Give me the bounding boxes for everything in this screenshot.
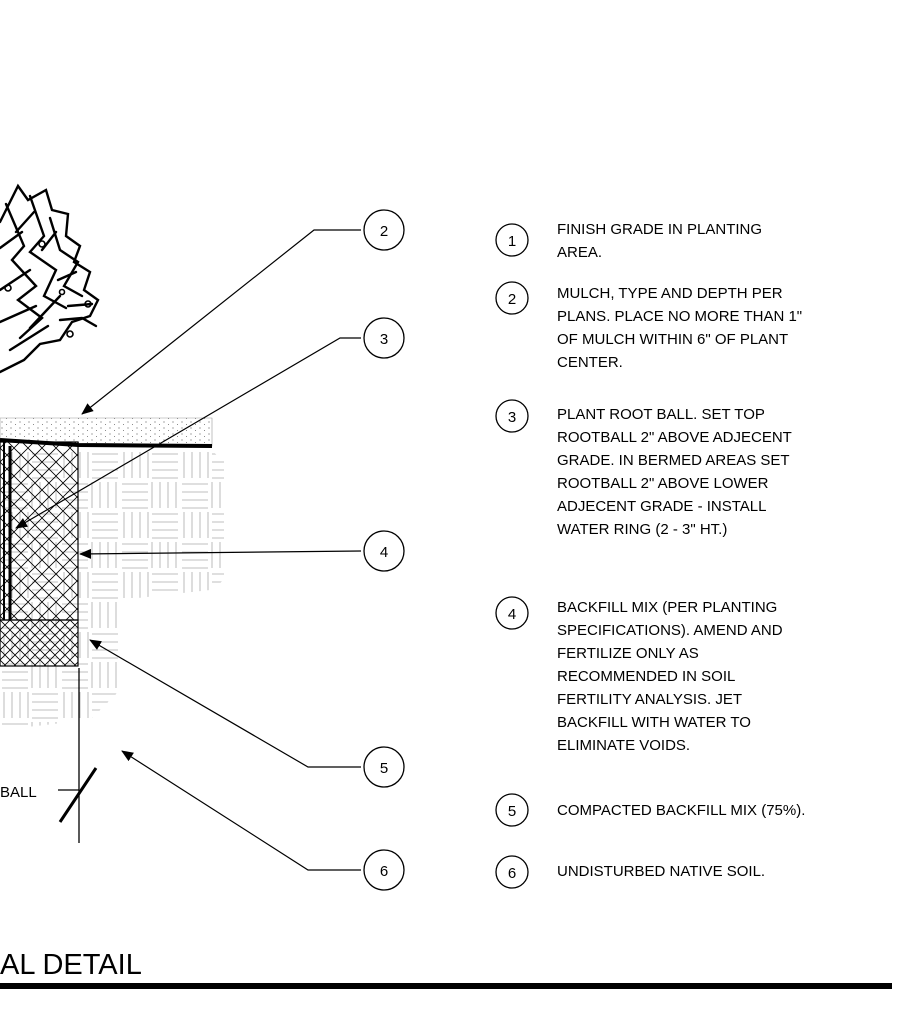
- root-ball-edge: [3, 442, 12, 620]
- svg-text:BACKFILL MIX (PER PLANTING: BACKFILL MIX (PER PLANTING: [557, 599, 777, 616]
- backfill-mix: [0, 441, 79, 621]
- svg-text:6: 6: [508, 865, 516, 882]
- svg-text:1: 1: [508, 233, 516, 250]
- svg-text:ELIMINATE VOIDS.: ELIMINATE VOIDS.: [557, 737, 690, 754]
- svg-text:AREA.: AREA.: [557, 244, 602, 261]
- svg-text:ROOTBALL 2" ABOVE ADJECENT: ROOTBALL 2" ABOVE ADJECENT: [557, 429, 792, 446]
- svg-text:GRADE. IN BERMED AREAS SET: GRADE. IN BERMED AREAS SET: [557, 452, 790, 469]
- svg-text:WATER RING (2 - 3" HT.): WATER RING (2 - 3" HT.): [557, 521, 727, 538]
- svg-text:2: 2: [380, 223, 388, 240]
- callout-5: 5: [363, 746, 405, 788]
- svg-text:BACKFILL WITH WATER TO: BACKFILL WITH WATER TO: [557, 714, 751, 731]
- note-number-circle: [495, 793, 529, 827]
- svg-text:ADJECENT GRADE - INSTALL: ADJECENT GRADE - INSTALL: [557, 498, 767, 515]
- svg-text:COMPACTED BACKFILL MIX (75%).: COMPACTED BACKFILL MIX (75%).: [557, 802, 805, 819]
- svg-text:SPECIFICATIONS). AMEND AND: SPECIFICATIONS). AMEND AND: [557, 622, 783, 639]
- finish-grade-line: [0, 438, 213, 448]
- dimension-line: [58, 668, 98, 843]
- note-3: 3 PLANT ROOT BALL. SET TOP ROOTBALL 2" A…: [495, 399, 792, 538]
- svg-text:OF MULCH WITHIN 6" OF PLANT: OF MULCH WITHIN 6" OF PLANT: [557, 331, 788, 348]
- svg-text:FINISH GRADE IN PLANTING: FINISH GRADE IN PLANTING: [557, 221, 762, 238]
- svg-text:5: 5: [508, 803, 516, 820]
- note-4: 4 BACKFILL MIX (PER PLANTING SPECIFICATI…: [495, 596, 783, 754]
- compacted-backfill: [0, 619, 79, 667]
- tree-foliage: [0, 183, 100, 374]
- callout-4: 4: [363, 530, 405, 572]
- note-6: 6 UNDISTURBED NATIVE SOIL.: [495, 855, 765, 889]
- svg-text:RECOMMENDED IN SOIL: RECOMMENDED IN SOIL: [557, 668, 735, 685]
- note-number-circle: [495, 855, 529, 889]
- svg-text:3: 3: [508, 409, 516, 426]
- detail-title: AL DETAIL: [0, 949, 142, 981]
- svg-text:6: 6: [380, 863, 388, 880]
- note-1: 1 FINISH GRADE IN PLANTING AREA.: [495, 221, 762, 261]
- note-5: 5 COMPACTED BACKFILL MIX (75%).: [495, 793, 805, 827]
- svg-text:4: 4: [380, 544, 388, 561]
- callout-3: 3: [363, 317, 405, 359]
- svg-text:PLANS. PLACE NO MORE THAN 1": PLANS. PLACE NO MORE THAN 1": [557, 308, 802, 325]
- partial-label: BALL: [0, 784, 37, 801]
- svg-text:UNDISTURBED NATIVE SOIL.: UNDISTURBED NATIVE SOIL.: [557, 863, 765, 880]
- note-number-circle: [495, 399, 529, 433]
- svg-text:3: 3: [380, 331, 388, 348]
- leader-lines: [15, 229, 362, 871]
- svg-text:CENTER.: CENTER.: [557, 354, 623, 371]
- note-number-circle: [495, 596, 529, 630]
- callout-6: 6: [363, 849, 405, 891]
- svg-text:PLANT ROOT BALL. SET TOP: PLANT ROOT BALL. SET TOP: [557, 406, 765, 423]
- note-2: 2 MULCH, TYPE AND DEPTH PER PLANS. PLACE…: [495, 281, 802, 371]
- callout-2: 2: [363, 209, 405, 251]
- svg-text:MULCH, TYPE AND DEPTH PER: MULCH, TYPE AND DEPTH PER: [557, 285, 783, 302]
- svg-text:2: 2: [508, 291, 516, 308]
- note-number-circle: [495, 223, 529, 257]
- svg-text:FERTILITY ANALYSIS. JET: FERTILITY ANALYSIS. JET: [557, 691, 742, 708]
- svg-text:FERTILIZE ONLY AS: FERTILIZE ONLY AS: [557, 645, 699, 662]
- svg-text:4: 4: [508, 606, 516, 623]
- svg-text:ROOTBALL 2" ABOVE LOWER: ROOTBALL 2" ABOVE LOWER: [557, 475, 769, 492]
- svg-text:5: 5: [380, 760, 388, 777]
- note-number-circle: [495, 281, 529, 315]
